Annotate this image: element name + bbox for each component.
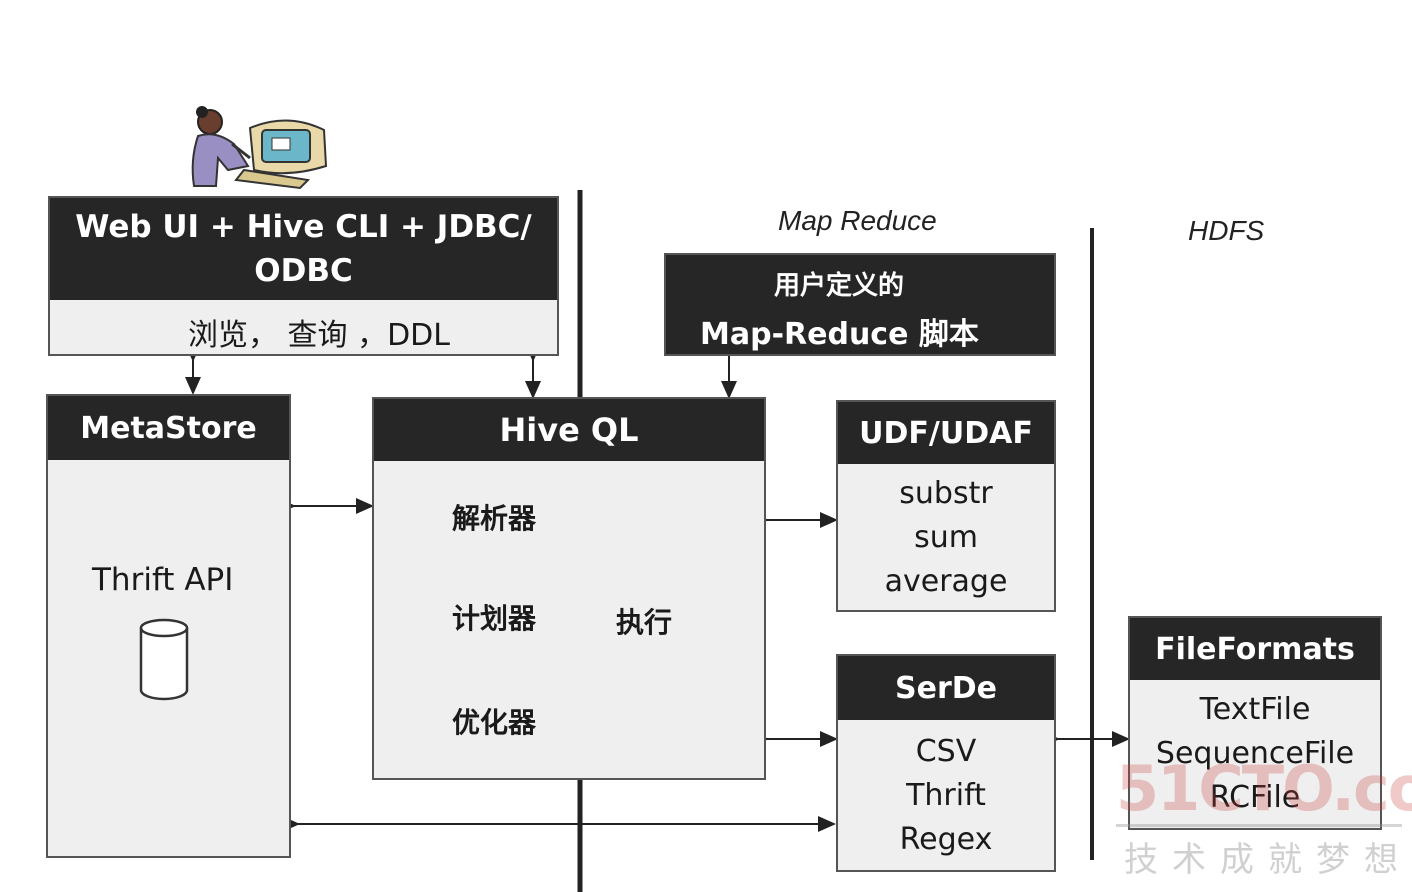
hive-ql-box: Hive QL 解析器 计划器 执行 优化器 [372,397,766,780]
serde-title: SerDe [838,656,1054,720]
optimizer-label: 优化器 [452,706,537,739]
serde-item: CSV [915,734,977,769]
udf-item: average [884,564,1008,599]
metastore-box: MetaStore Thrift API [46,394,291,858]
map-reduce-script-line2: Map-Reduce 脚本 [700,317,979,352]
user-computer-icon [191,106,328,190]
file-format-item: TextFile [1199,692,1311,727]
map-reduce-script-box: 用户定义的 Map-Reduce 脚本 [664,253,1056,356]
serde-item: Regex [899,822,993,857]
serde-item: Thrift [906,778,986,813]
serde-format-list: CSV Thrift Regex [838,730,1054,862]
client-interface-box: Web UI + Hive CLI + JDBC/ ODBC 浏览， 查询 ，D… [48,196,559,356]
watermark-slogan: 技术成就梦想 [1124,840,1412,880]
hive-ql-title: Hive QL [374,399,764,461]
client-interface-title-text: Web UI + Hive CLI + JDBC/ ODBC [75,209,532,289]
thrift-api-label: Thrift API [92,562,234,598]
file-formats-box: FileFormats TextFile SequenceFile RCFile [1128,616,1382,830]
udf-udaf-box: UDF/UDAF substr sum average [836,400,1056,612]
executor-label: 执行 [616,606,673,639]
file-format-list: TextFile SequenceFile RCFile [1130,688,1380,820]
udf-item: substr [899,476,993,511]
file-format-item: RCFile [1209,780,1301,815]
metastore-title: MetaStore [48,396,289,460]
serde-box: SerDe CSV Thrift Regex [836,654,1056,872]
database-cylinder-icon [139,618,189,701]
map-reduce-section-label: Map Reduce [778,205,937,236]
watermark-underline [1116,824,1402,827]
client-interface-title: Web UI + Hive CLI + JDBC/ ODBC [50,198,557,300]
file-formats-title: FileFormats [1130,618,1380,680]
parser-label: 解析器 [452,502,537,535]
map-reduce-script-line1: 用户定义的 [774,271,905,301]
planner-label: 计划器 [452,602,537,635]
watermark-brand: 51CTO.com [1116,752,1412,825]
udf-udaf-title: UDF/UDAF [838,402,1054,464]
client-interface-subtitle: 浏览， 查询 ，DDL [188,318,450,353]
hdfs-section-label: HDFS [1188,215,1265,246]
udf-function-list: substr sum average [838,472,1054,604]
udf-item: sum [914,520,978,555]
file-format-item: SequenceFile [1155,736,1355,771]
